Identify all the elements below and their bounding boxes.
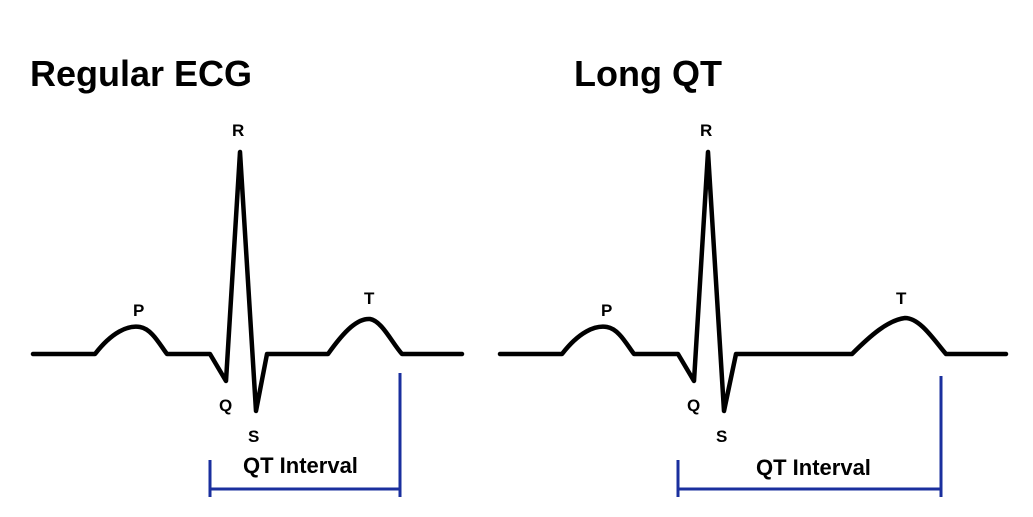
s-wave-label: S — [716, 427, 727, 446]
r-wave-label: R — [232, 121, 244, 140]
r-wave-label: R — [700, 121, 712, 140]
p-wave-label: P — [133, 301, 144, 320]
panel-title: Regular ECG — [30, 53, 252, 94]
qt-interval-bracket — [208, 373, 402, 497]
bracket-line — [676, 376, 943, 497]
q-wave-label: Q — [687, 396, 700, 415]
qt-interval-bracket — [676, 376, 943, 497]
q-wave-label: Q — [219, 396, 232, 415]
panel-title: Long QT — [574, 53, 722, 94]
ecg-trace — [497, 149, 1009, 414]
qt-interval-label: QT Interval — [756, 455, 871, 480]
bracket-line — [208, 373, 402, 497]
t-wave-label: T — [896, 289, 907, 308]
t-wave-label: T — [364, 289, 375, 308]
s-wave-label: S — [248, 427, 259, 446]
p-wave-label: P — [601, 301, 612, 320]
ecg-trace — [30, 149, 465, 414]
panel-long-qt: Long QT P R Q S T QT Interval — [497, 53, 1009, 497]
panel-regular-ecg: Regular ECG P R Q S T QT Interval — [30, 53, 465, 497]
qt-interval-label: QT Interval — [243, 453, 358, 478]
